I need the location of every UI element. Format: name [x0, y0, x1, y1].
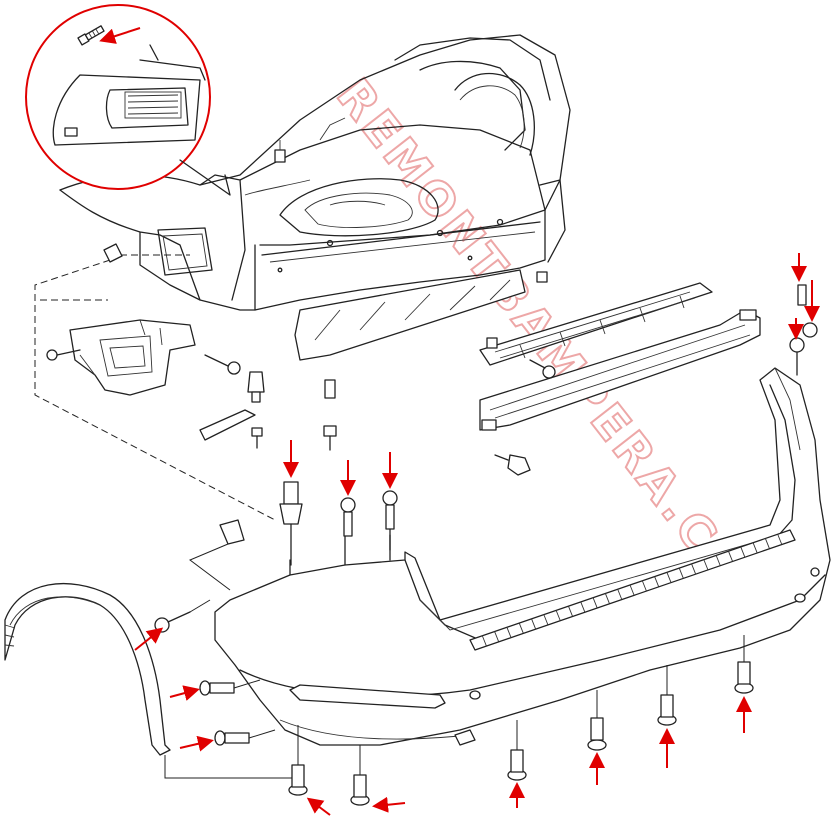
step-pad-rib	[777, 534, 783, 545]
rear-reinforcement-bar	[479, 309, 761, 431]
step-pad-rib	[666, 572, 672, 583]
left-side-bracket	[69, 319, 256, 441]
tail-light-detail	[25, 4, 231, 196]
step-pad-rib	[494, 631, 500, 642]
step-pad-rib	[604, 593, 610, 604]
step-pad-rib	[506, 627, 512, 638]
step-pad-rib	[703, 559, 709, 570]
bumper-fasteners	[154, 481, 754, 806]
step-pad-rib	[740, 546, 746, 558]
step-pad-rib	[641, 580, 647, 591]
step-pad-rib	[617, 589, 623, 600]
arrow-bottom-screw-1	[306, 797, 331, 816]
step-pad-rib	[568, 605, 573, 617]
arrow-tail-light-bolt	[99, 27, 141, 44]
arrow-bottom-screw-2	[372, 796, 406, 813]
step-pad-rib	[764, 538, 770, 549]
step-pad-rib	[728, 550, 733, 562]
arrow-lower-screw-2	[179, 735, 214, 752]
step-pad-rib	[691, 563, 696, 575]
small-fasteners	[46, 243, 818, 476]
rear-bumper-cover	[214, 367, 831, 746]
step-pad-rib	[678, 567, 684, 579]
bumper-absorber	[294, 269, 526, 361]
wheel-arch-liner	[4, 583, 171, 756]
step-pad-rib	[592, 597, 598, 608]
step-pad-rib	[752, 542, 758, 553]
dashed-leaders	[34, 254, 276, 521]
step-pad-rib	[580, 601, 586, 613]
arrow-side-screw	[134, 627, 164, 651]
step-pad-rib	[531, 618, 536, 630]
callout-arrows	[99, 27, 820, 816]
step-pad-rib	[555, 610, 561, 621]
grille-trim	[479, 282, 713, 366]
step-pad-rib	[518, 622, 524, 634]
step-pad-rib	[481, 635, 487, 646]
arrow-lower-screw-1	[169, 685, 200, 701]
car-body	[59, 34, 571, 311]
step-pad-rib	[654, 576, 660, 587]
step-pad-rib	[715, 555, 721, 566]
step-pad-rib	[629, 584, 635, 596]
step-pad-rib	[543, 614, 549, 625]
